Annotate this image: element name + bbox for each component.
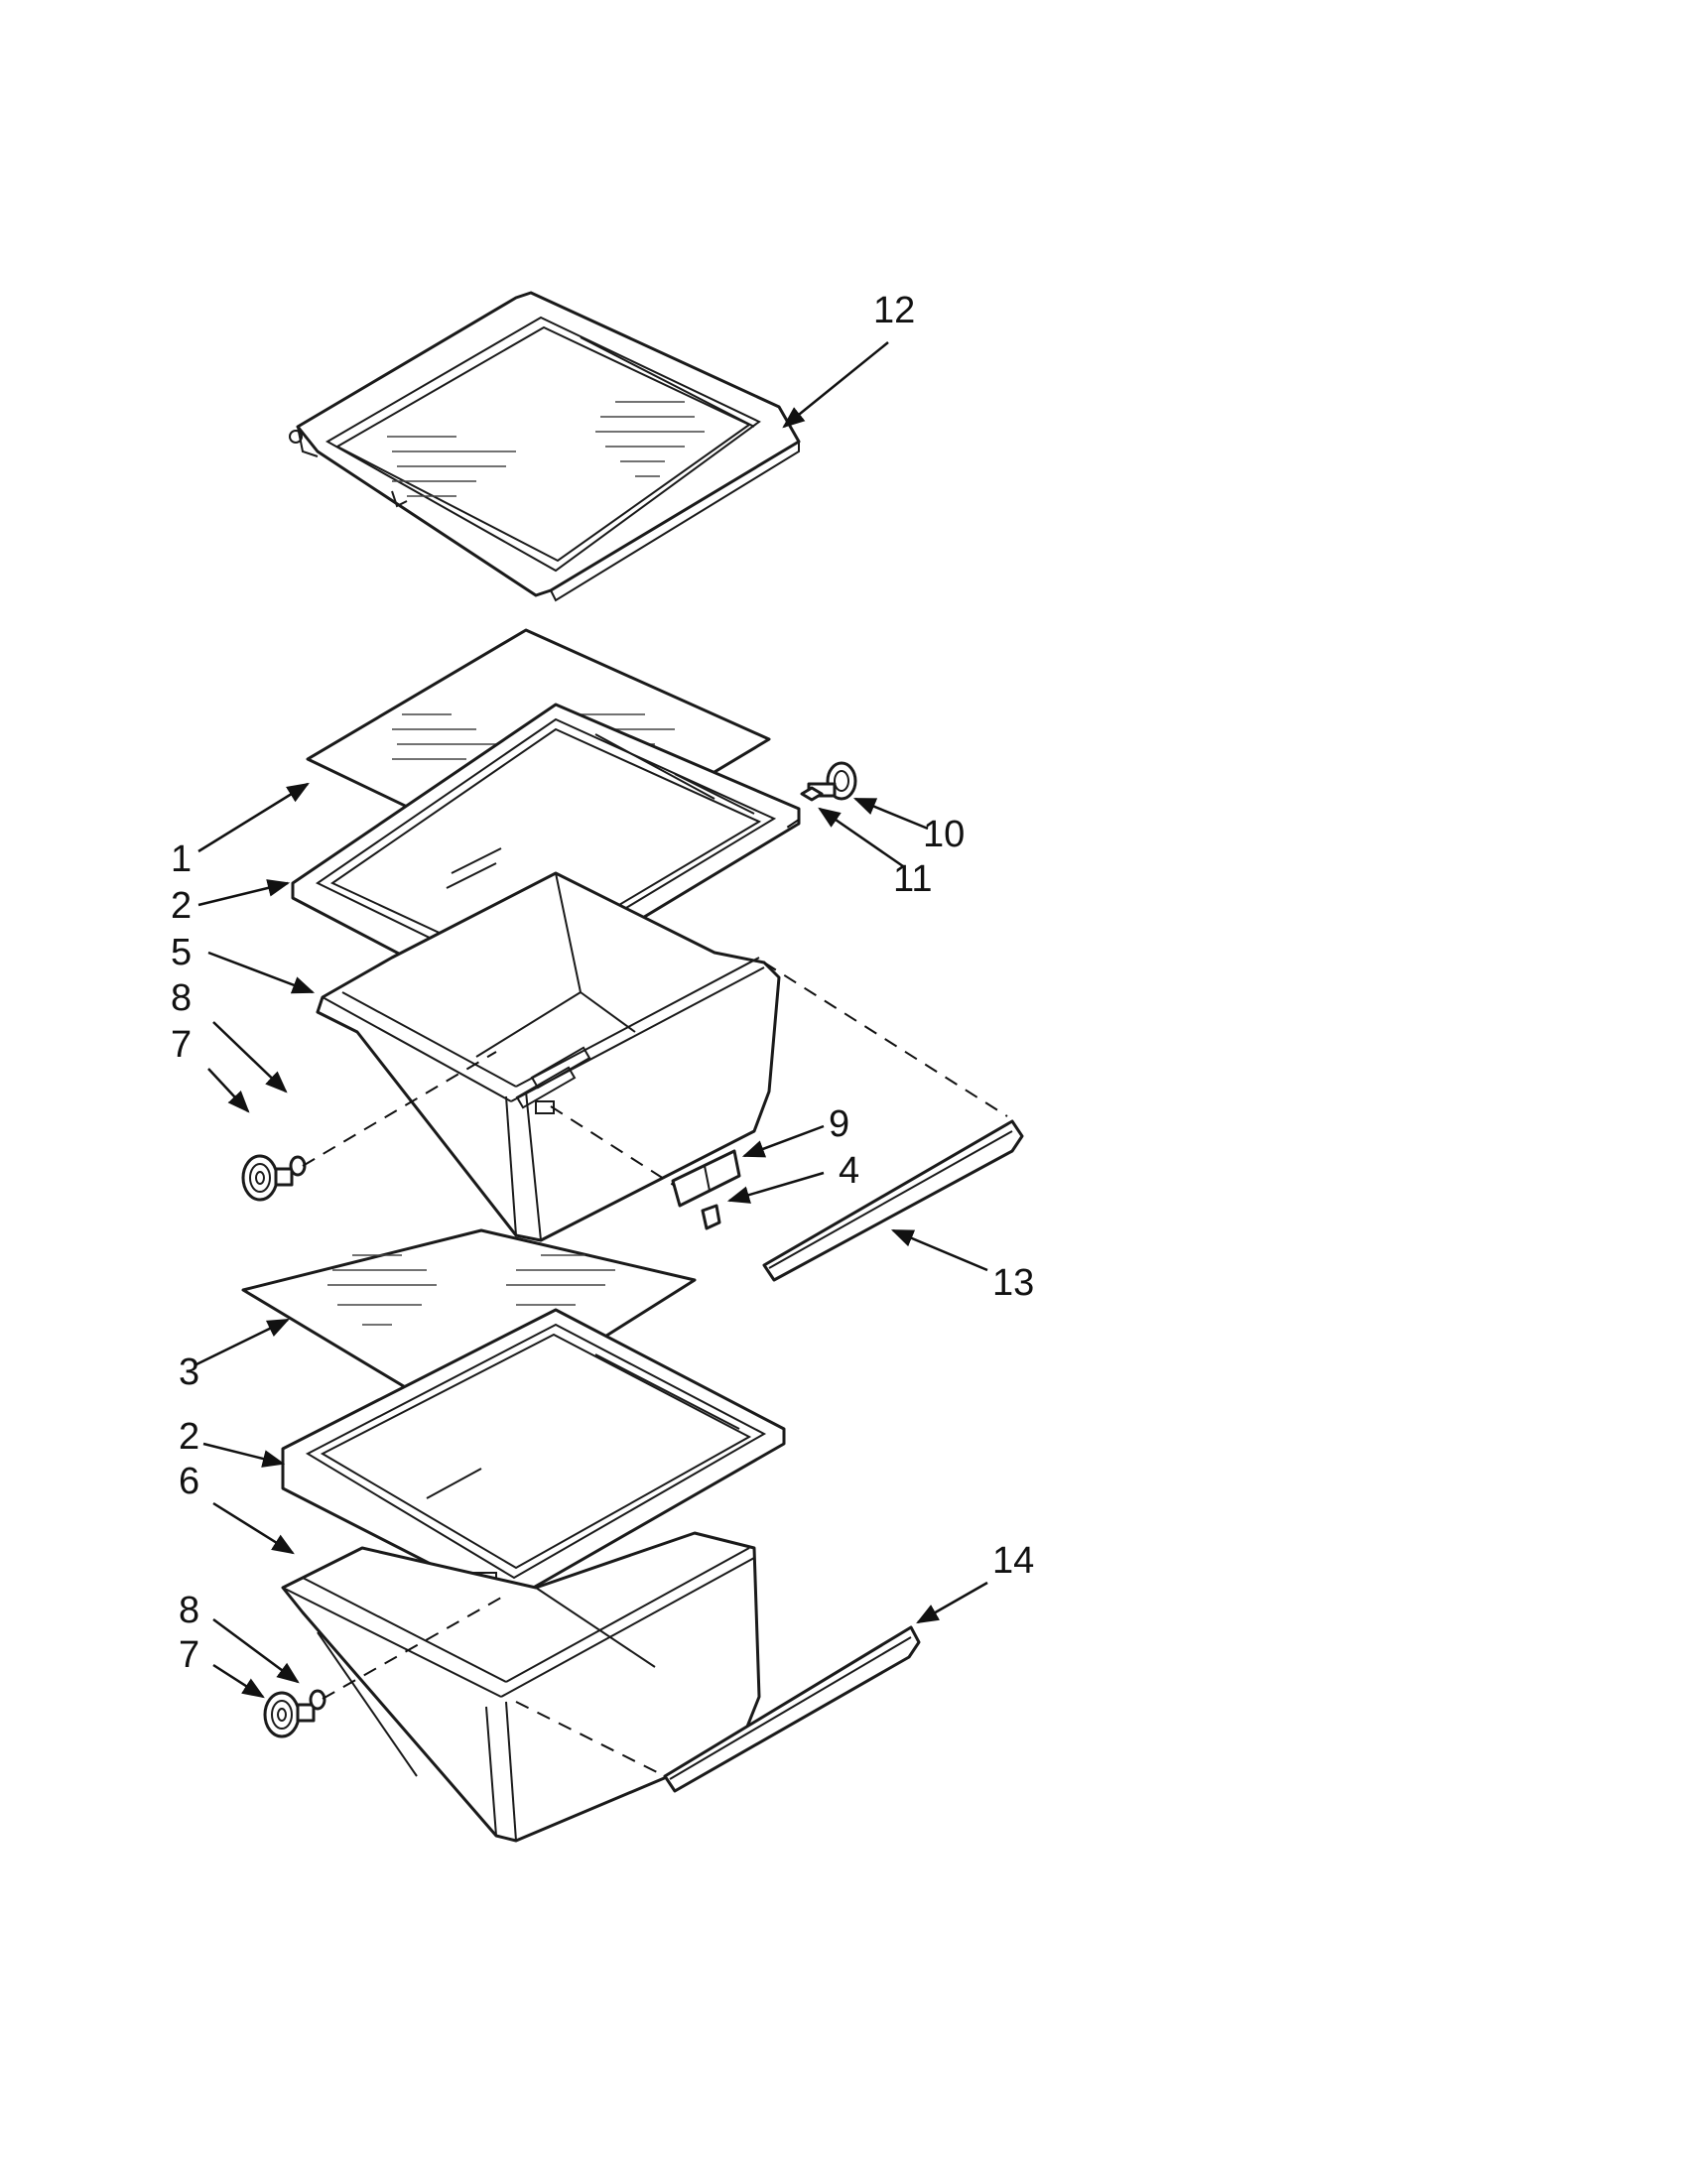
callout-11: 11 [893, 858, 932, 900]
callout-9: 9 [829, 1103, 849, 1145]
lower-crisper-cover-frame [281, 1308, 786, 1605]
callout-6: 6 [179, 1461, 199, 1502]
lower-glass-shelf [241, 1228, 697, 1426]
lower-trim-rail [663, 1625, 921, 1793]
callout-14: 14 [992, 1540, 1034, 1582]
callout-7-lower: 7 [179, 1634, 199, 1676]
callout-labels: 12 1 2 5 8 7 10 11 9 4 13 3 2 6 14 8 7 [171, 290, 1034, 1676]
callout-7-upper: 7 [171, 1024, 192, 1066]
slide-clip-and-bracket [671, 1149, 741, 1230]
callout-2-lower: 2 [179, 1416, 199, 1458]
upper-crisper-drawer [316, 871, 781, 1242]
callout-5: 5 [171, 932, 192, 973]
callout-8-lower: 8 [179, 1590, 199, 1631]
callout-8-upper: 8 [171, 977, 192, 1019]
glass-texture [327, 1254, 615, 1326]
leader-arrows [195, 341, 988, 1699]
callout-3: 3 [179, 1351, 199, 1393]
upper-drawer-wheel [241, 1154, 307, 1202]
lower-drawer-wheel [263, 1689, 326, 1738]
callout-12: 12 [873, 290, 915, 331]
alignment-lines [302, 819, 1008, 1777]
callout-13: 13 [992, 1262, 1034, 1304]
glass-texture [387, 401, 705, 497]
callout-10: 10 [923, 814, 965, 855]
callout-4: 4 [839, 1150, 859, 1192]
roller-and-screw [800, 761, 857, 802]
lower-crisper-drawer [281, 1531, 761, 1843]
top-shelf-assembly [289, 291, 801, 602]
callout-1: 1 [171, 838, 192, 880]
callout-2-upper: 2 [171, 885, 192, 927]
upper-trim-rail [762, 1119, 1024, 1282]
